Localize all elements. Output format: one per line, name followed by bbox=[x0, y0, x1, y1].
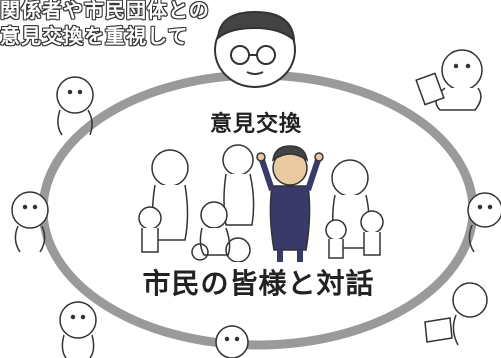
caption-line-1: 関係者や市民団体との bbox=[0, 0, 210, 22]
person-top-right bbox=[415, 49, 483, 111]
person-top-left bbox=[56, 76, 94, 136]
person-bottom-center bbox=[215, 325, 249, 358]
person-bottom-right bbox=[424, 282, 488, 346]
person-left bbox=[11, 191, 49, 253]
caption-line-2: 意見交換を重視して bbox=[0, 24, 189, 48]
citizens-group bbox=[138, 144, 384, 263]
exchange-label: 意見交換 bbox=[209, 112, 302, 137]
dialogue-label: 市民の皆様と対話 bbox=[136, 262, 381, 302]
mayor-figure bbox=[256, 145, 324, 262]
person-right bbox=[467, 192, 501, 253]
caption: 関係者や市民団体との 意見交換を重視して bbox=[0, 0, 230, 49]
official-with-glasses bbox=[214, 10, 296, 88]
person-bottom-left bbox=[59, 301, 97, 358]
